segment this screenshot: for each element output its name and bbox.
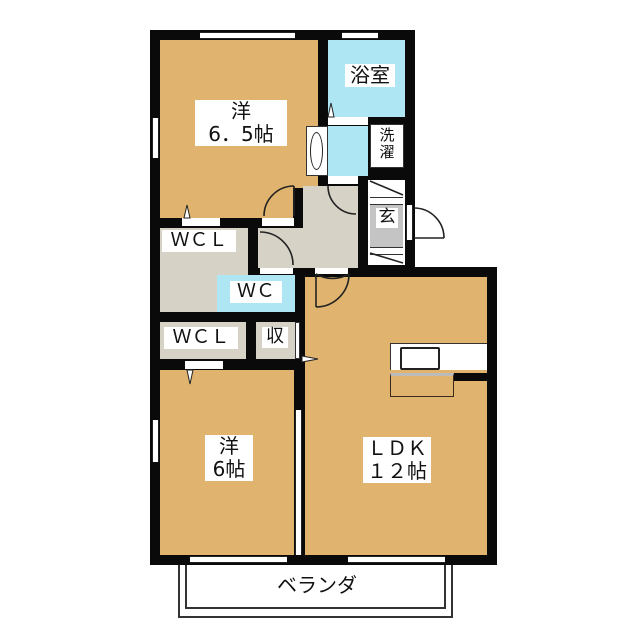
kitchen-cabinet: [390, 373, 454, 397]
room-label-entrance: 玄: [376, 207, 398, 228]
room-label-veranda: ベランダ: [277, 573, 357, 597]
kitchen-sink: [400, 347, 440, 370]
room-label-ldk: ＬＤＫ １２帖: [363, 437, 431, 483]
hallway-mid: [303, 186, 358, 268]
door-western-2-closet[interactable]: [185, 361, 223, 369]
room-label-toilet: ＷＣ: [230, 280, 282, 303]
door-western-1-closet[interactable]: [182, 218, 220, 226]
room-label-western-1: 洋 6．5帖: [195, 100, 287, 146]
room-label-storage: 収: [262, 326, 288, 348]
door-toilet[interactable]: [260, 268, 293, 274]
room-washroom: [328, 126, 368, 176]
entrance-step-bottom: [370, 247, 403, 255]
window-western-1-left[interactable]: [152, 118, 159, 158]
veranda-inner-outline: [185, 562, 446, 609]
room-label-walk-in-closet-1: ＷＣＬ: [162, 229, 236, 252]
door-bath[interactable]: [328, 117, 368, 125]
room-label-walk-in-closet-2: ＷＣＬ: [164, 326, 238, 349]
window-western-2-left[interactable]: [152, 420, 159, 462]
window-bathroom-top[interactable]: [342, 32, 378, 39]
window-western-2-bottom[interactable]: [190, 556, 287, 563]
room-label-western-2: 洋 6帖: [205, 435, 253, 481]
room-ldk: [305, 277, 487, 555]
room-label-laundry: 洗 濯: [373, 126, 401, 162]
storage-door: [295, 322, 300, 359]
window-ldk-bottom[interactable]: [348, 556, 445, 563]
door-washroom[interactable]: [328, 176, 358, 184]
window-entrance-right[interactable]: [406, 205, 413, 240]
window-western-1-top[interactable]: [200, 32, 295, 39]
room-label-bathroom: 浴室: [345, 64, 395, 87]
sliding-door-western-2-ldk[interactable]: [295, 410, 302, 555]
washbasin-bowl: [310, 132, 323, 170]
door-western-1-hall[interactable]: [262, 218, 294, 226]
door-ldk[interactable]: [315, 268, 348, 274]
entrance-step-top: [370, 197, 403, 205]
kitchen-wall: [453, 373, 487, 381]
